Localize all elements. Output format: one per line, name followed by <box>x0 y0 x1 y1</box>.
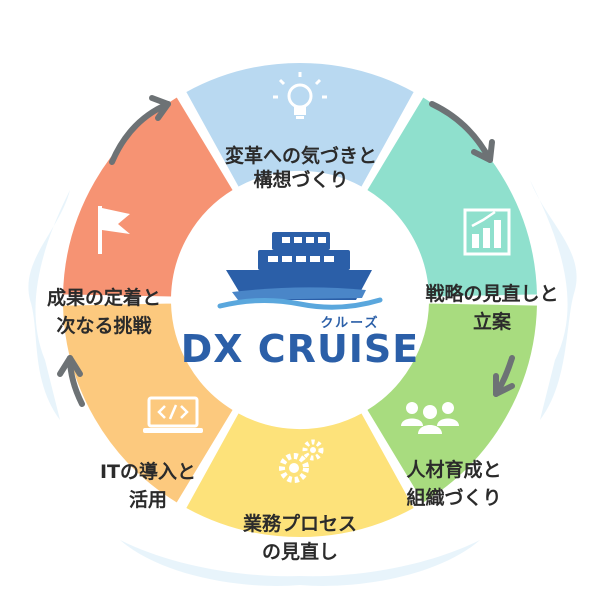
brand-name: DX CRUISE <box>181 327 420 371</box>
laptop-code-icon <box>143 396 203 433</box>
segment-label-awareness-line2: 構想づくり <box>253 168 348 191</box>
segment-label-results-line1: 成果の定着と <box>47 286 161 309</box>
arrow-icon <box>109 101 171 165</box>
flag-icon <box>98 206 130 254</box>
cycle-arrows <box>57 95 515 407</box>
segment-label-strategy-line2: 立案 <box>473 310 512 333</box>
segment-label-it-line2: 活用 <box>129 488 167 511</box>
segment-label-awareness-line1: 変革への気づきと <box>225 144 377 167</box>
segment-label-it-line1: ITの導入と <box>100 460 196 483</box>
segment-label-process-line1: 業務プロセス <box>242 512 357 535</box>
gears-icon <box>279 439 324 483</box>
wave-icon <box>217 297 383 310</box>
cycle-segment-organization <box>364 301 540 506</box>
segment-label-strategy-line1: 戦略の見直しと <box>425 282 558 305</box>
cycle-segment-awareness <box>183 61 417 190</box>
team-icon <box>401 402 459 434</box>
segment-label-results-line2: 次なる挑戦 <box>56 314 151 337</box>
segment-label-organization-line2: 組織づくり <box>406 486 501 509</box>
segment-label-process-line2: の見直し <box>262 540 338 563</box>
bar-chart-icon <box>463 208 511 256</box>
arrow-icon <box>429 101 493 163</box>
ship-icon <box>226 232 372 300</box>
brand-kana: クルーズ <box>321 315 380 331</box>
cycle-segment-results <box>60 94 236 299</box>
segment-label-organization-line1: 人材育成と <box>406 458 501 481</box>
lightbulb-icon <box>273 72 327 119</box>
water-splash-background <box>28 180 577 586</box>
segment-labels: 変革への気づきと 構想づくり 戦略の見直しと 立案 人材育成と 組織づくり 業務… <box>47 144 559 563</box>
